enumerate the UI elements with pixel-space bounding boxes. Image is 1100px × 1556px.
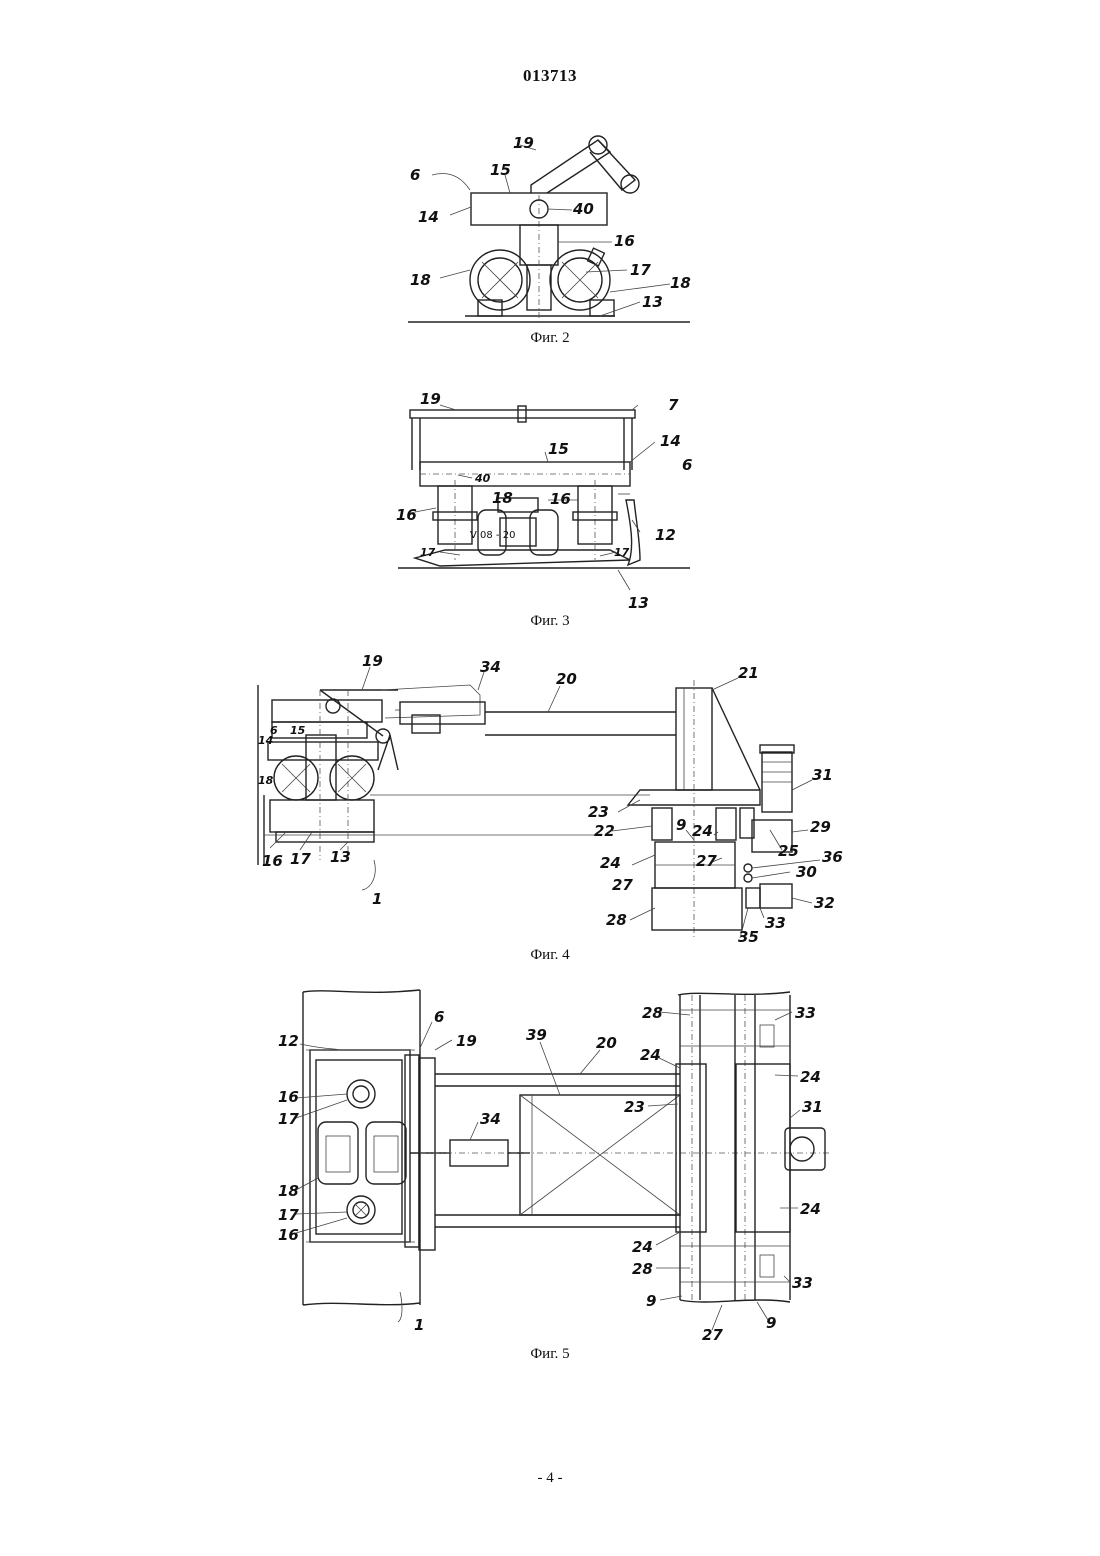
fig5-label-27: 27 [702, 1326, 723, 1344]
fig3-label-15: 15 [548, 440, 569, 458]
fig5-label-16b: 16 [278, 1226, 299, 1244]
fig5-label-31: 31 [802, 1098, 823, 1116]
fig5-label-1: 1 [414, 1316, 424, 1334]
fig5-label-19: 19 [456, 1032, 477, 1050]
document-number: 013713 [0, 66, 1100, 86]
fig4-label-33: 33 [765, 914, 786, 932]
fig3-label-6: 6 [682, 456, 692, 474]
figure-5-drawing: 6 12 19 39 20 28 33 24 24 16 17 23 31 34… [0, 985, 1100, 1335]
fig5-label-17b: 17 [278, 1206, 299, 1224]
fig4-label-9: 9 [676, 816, 686, 834]
fig5-label-24a: 24 [640, 1046, 661, 1064]
fig5-label-18: 18 [278, 1182, 299, 1200]
fig4-label-36: 36 [822, 848, 843, 866]
fig5-label-6: 6 [434, 1008, 444, 1026]
fig5-label-12: 12 [278, 1032, 299, 1050]
fig3-label-17b: 17 [614, 546, 630, 559]
fig4-label-23: 23 [588, 803, 609, 821]
fig5-label-24c: 24 [800, 1200, 821, 1218]
fig2-label-6: 6 [410, 166, 420, 184]
fig4-label-32: 32 [814, 894, 835, 912]
fig5-label-9a: 9 [646, 1292, 656, 1310]
fig4-label-24a: 24 [600, 854, 621, 872]
fig4-label-29: 29 [810, 818, 831, 836]
page-number: - 4 - [0, 1470, 1100, 1487]
fig2-label-15: 15 [490, 161, 511, 179]
figure-3-caption-text: Фиг. 3 [0, 613, 1100, 630]
fig5-label-34: 34 [480, 1110, 501, 1128]
fig4-label-13: 13 [330, 848, 351, 866]
fig3-label-16a: 16 [396, 506, 417, 524]
fig2-label-18b: 18 [670, 274, 691, 292]
fig4-label-17: 17 [290, 850, 311, 868]
figure-4-caption: Фиг. 4 [0, 947, 1100, 964]
fig5-label-33b: 33 [792, 1274, 813, 1292]
fig3-label-40: 40 [474, 472, 491, 485]
fig5-label-28b: 28 [632, 1260, 653, 1278]
fig4-label-34: 34 [480, 658, 501, 676]
fig2-label-40: 40 [572, 200, 594, 218]
figure-5-caption: Фиг. 5 [0, 1346, 1100, 1363]
fig4-label-19: 19 [362, 652, 383, 670]
fig4-label-14: 14 [258, 734, 273, 747]
fig5-label-9b: 9 [766, 1314, 776, 1332]
fig4-label-30: 30 [796, 863, 817, 881]
fig3-label-19: 19 [420, 390, 441, 408]
fig5-label-24d: 24 [632, 1238, 653, 1256]
fig4-label-1: 1 [372, 890, 382, 908]
fig4-label-27b: 27 [612, 876, 633, 894]
fig4-label-27a: 27 [696, 852, 717, 870]
figure-3-drawing: 19 7 15 14 6 40 18 16 16 12 17 17 13 V 0… [0, 390, 1100, 615]
figure-2-caption: Фиг. 2 [0, 330, 1100, 347]
fig2-label-14: 14 [418, 208, 439, 226]
fig5-label-28a: 28 [642, 1004, 663, 1022]
fig5-label-17a: 17 [278, 1110, 299, 1128]
fig4-label-25: 25 [778, 842, 799, 860]
fig3-label-12: 12 [655, 526, 676, 544]
fig3-label-16b: 16 [550, 490, 571, 508]
fig2-label-13: 13 [642, 293, 663, 311]
fig3-stamp: V 08 - 20 [470, 530, 515, 541]
fig5-label-20: 20 [596, 1034, 617, 1052]
fig4-label-16: 16 [262, 852, 283, 870]
fig2-label-18a: 18 [410, 271, 431, 289]
fig5-label-23: 23 [624, 1098, 645, 1116]
fig5-label-33a: 33 [795, 1004, 816, 1022]
fig4-label-31: 31 [812, 766, 833, 784]
fig2-label-19: 19 [513, 134, 534, 152]
fig3-label-18: 18 [492, 489, 513, 507]
figure-2-drawing: 6 15 19 14 40 16 17 18 18 13 [0, 120, 1100, 330]
fig3-label-17a: 17 [420, 546, 436, 559]
figure-4-drawing: 19 34 20 21 6 14 15 18 31 23 22 9 24 29 … [0, 655, 1100, 945]
fig3-label-13: 13 [628, 594, 649, 612]
fig4-label-22: 22 [594, 822, 615, 840]
fig5-label-24b: 24 [800, 1068, 821, 1086]
fig4-label-20: 20 [556, 670, 577, 688]
fig3-label-7: 7 [668, 396, 679, 414]
fig3-label-14: 14 [660, 432, 681, 450]
fig4-label-24b: 24 [692, 822, 713, 840]
fig2-label-16: 16 [614, 232, 635, 250]
fig4-label-15: 15 [290, 724, 306, 737]
fig5-label-39: 39 [526, 1026, 547, 1044]
fig4-label-18: 18 [258, 774, 274, 787]
fig4-label-35: 35 [738, 928, 759, 946]
fig2-label-17: 17 [630, 261, 651, 279]
fig4-label-28: 28 [606, 911, 627, 929]
fig4-label-21: 21 [738, 664, 759, 682]
fig5-label-16a: 16 [278, 1088, 299, 1106]
